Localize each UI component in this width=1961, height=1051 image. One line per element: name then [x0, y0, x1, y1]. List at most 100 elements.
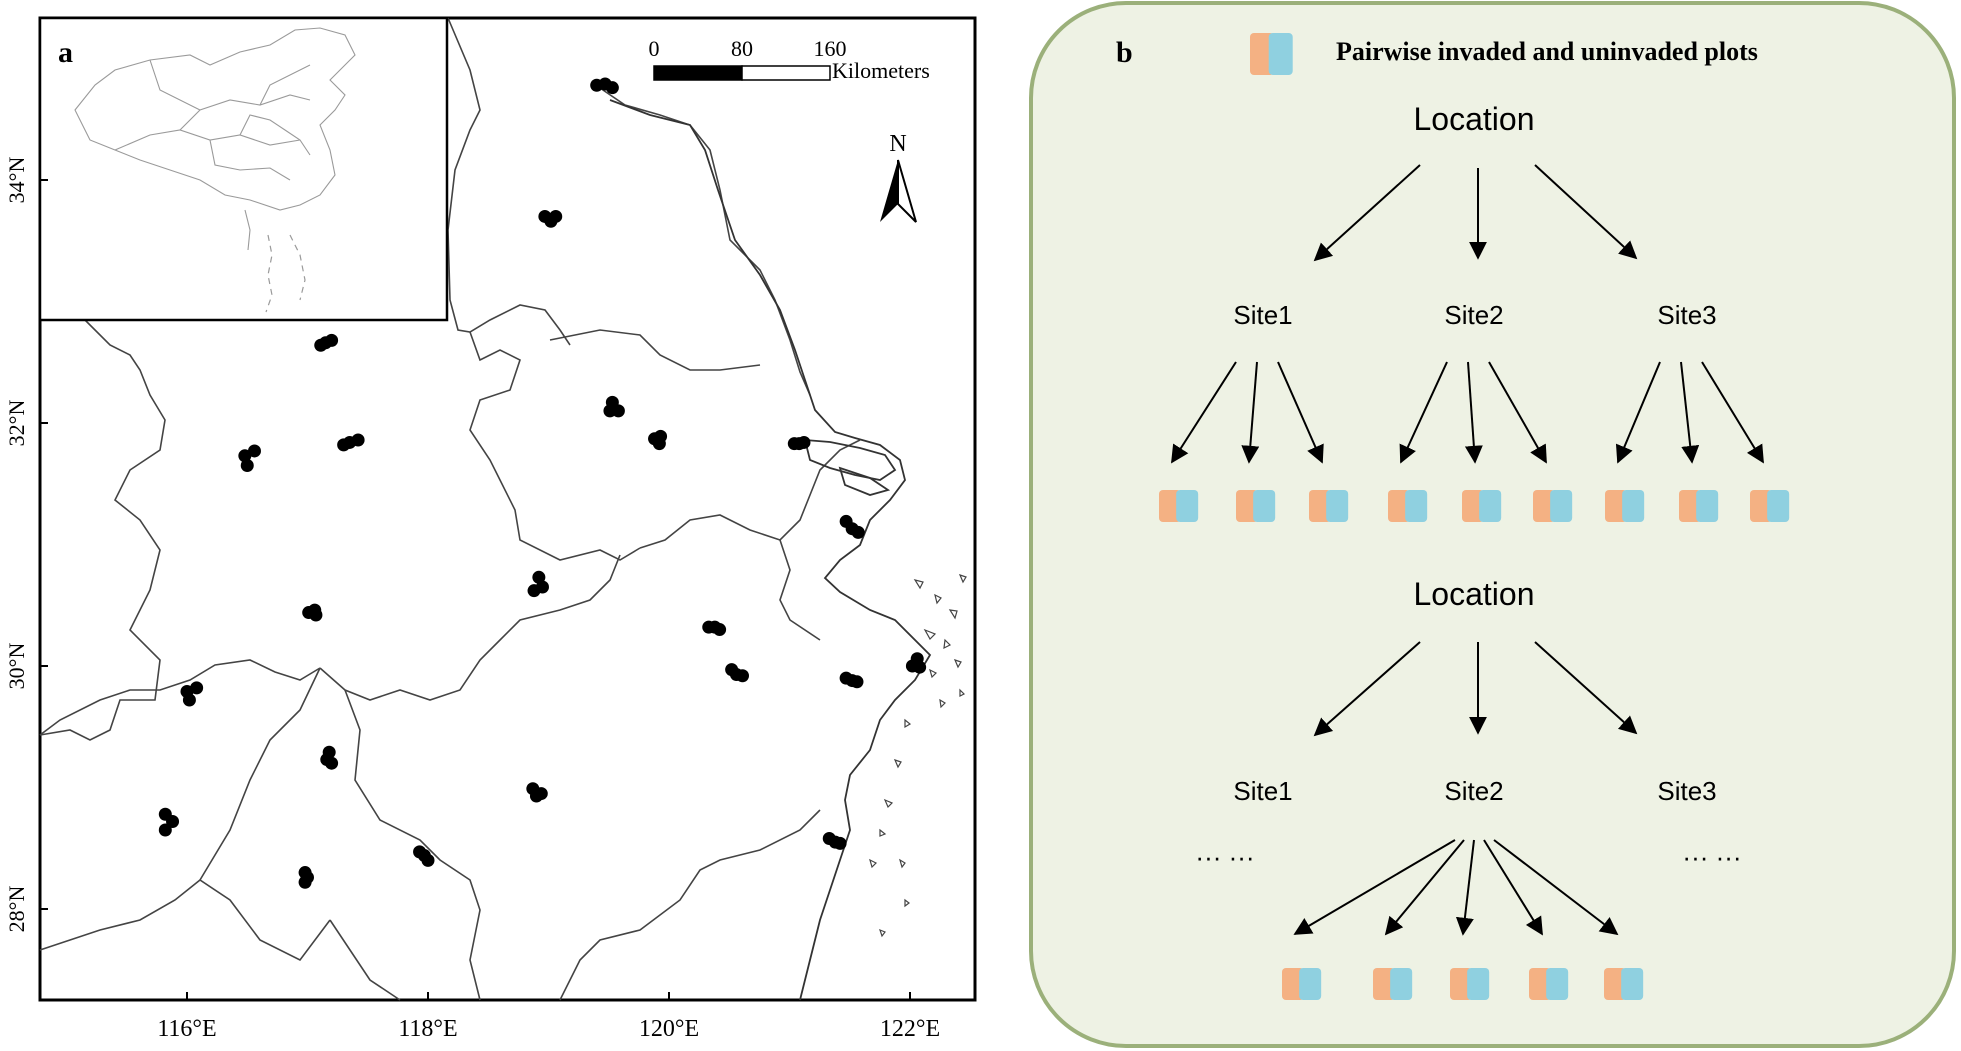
plot-pair	[1605, 490, 1645, 522]
site-point	[238, 449, 252, 463]
ellipsis-left: ··· ···	[1195, 842, 1254, 872]
inset-map-china	[38, 16, 449, 322]
site-label: Site2	[1444, 776, 1503, 806]
site-point	[611, 404, 625, 418]
plot-pair	[1450, 968, 1490, 1000]
uninvaded-plot	[1176, 490, 1199, 522]
arrow	[1399, 361, 1448, 464]
arrow	[1313, 641, 1421, 737]
invaded-plot	[1529, 968, 1551, 1000]
site-point	[190, 681, 204, 695]
arrow	[1488, 361, 1547, 464]
lat-label: 34°N	[4, 157, 29, 204]
site-point	[797, 435, 811, 449]
invaded-plot	[1533, 490, 1555, 522]
lon-label: 118°E	[398, 1016, 457, 1042]
site-point	[713, 623, 727, 637]
scale-unit: Kilometers	[832, 58, 930, 83]
invaded-plot	[1388, 490, 1410, 522]
arrow	[1277, 361, 1324, 464]
lat-label: 28°N	[4, 886, 29, 933]
arrow	[1384, 839, 1465, 936]
plot-pair	[1282, 968, 1322, 1000]
site-label: Site1	[1233, 776, 1292, 806]
arrow	[1701, 361, 1764, 464]
scale-tick-0: 0	[649, 36, 660, 61]
site-point	[166, 815, 180, 829]
arrow	[1313, 164, 1421, 262]
invaded-plot	[1605, 490, 1627, 522]
arrow	[1534, 164, 1638, 260]
arrow	[1493, 839, 1619, 936]
legend-plot-pair	[1250, 33, 1293, 75]
site-point	[325, 333, 339, 347]
arrow	[1680, 361, 1700, 464]
uninvaded-plot	[1268, 33, 1293, 75]
site-point	[850, 675, 864, 689]
site-point	[529, 789, 543, 803]
invaded-plot	[1309, 490, 1331, 522]
arrow	[1241, 361, 1260, 464]
site-point	[247, 444, 261, 458]
plot-pair	[1250, 33, 1293, 75]
plot-pair	[1159, 490, 1199, 522]
inset-frame	[38, 16, 449, 322]
plot-pair	[1309, 490, 1349, 522]
site-point	[158, 823, 172, 837]
arrow	[1171, 361, 1237, 464]
plot-pair	[1529, 968, 1569, 1000]
invaded-plot	[1750, 490, 1772, 522]
invaded-plot	[1236, 490, 1258, 522]
site-point	[833, 836, 847, 850]
design-panel: b Pairwise invaded and uninvaded plots L…	[1029, 1, 1956, 1048]
uninvaded-plot	[1621, 968, 1644, 1000]
uninvaded-plot	[1326, 490, 1349, 522]
site-point	[325, 756, 339, 770]
plot-pair	[1679, 490, 1719, 522]
uninvaded-plot	[1479, 490, 1502, 522]
panel-label-a: a	[58, 36, 73, 69]
invaded-plot	[1250, 33, 1274, 75]
plot-pair	[1462, 490, 1502, 522]
site-point	[913, 660, 927, 674]
plot-pair	[1373, 968, 1413, 1000]
uninvaded-plot	[1405, 490, 1428, 522]
site-point	[535, 580, 549, 594]
plot-pair	[1236, 490, 1276, 522]
arrow	[1455, 839, 1475, 936]
invaded-plot	[1159, 490, 1181, 522]
panel-label-b: b	[1116, 36, 1133, 69]
site-point	[421, 853, 435, 867]
scale-bar: 0 80 160 Kilometers	[649, 36, 930, 83]
legend-text: Pairwise invaded and uninvaded plots	[1336, 37, 1758, 66]
province-boundaries	[39, 17, 861, 1001]
site-label: Site1	[1233, 300, 1292, 330]
site-point	[654, 429, 668, 443]
arrow	[1534, 641, 1638, 735]
plot-pair	[1388, 490, 1428, 522]
arrow	[1615, 361, 1661, 464]
uninvaded-plot	[1467, 968, 1490, 1000]
site-point	[736, 669, 750, 683]
islands	[869, 574, 967, 938]
arrow	[1293, 839, 1456, 935]
uninvaded-plot	[1622, 490, 1645, 522]
invaded-plot	[1282, 968, 1304, 1000]
invaded-plot	[1462, 490, 1484, 522]
site-label: Site3	[1657, 300, 1716, 330]
location-label: Location	[1414, 576, 1535, 612]
uninvaded-plot	[1696, 490, 1719, 522]
site-point	[851, 525, 865, 539]
site-point	[240, 459, 254, 473]
uninvaded-plot	[1390, 968, 1413, 1000]
ellipsis-right: ··· ···	[1682, 842, 1741, 872]
coastline	[609, 99, 932, 1001]
arrow	[1483, 839, 1543, 936]
invaded-plot	[1604, 968, 1626, 1000]
site-point	[309, 608, 323, 622]
north-arrow: N	[880, 131, 917, 223]
plot-pair	[1533, 490, 1573, 522]
